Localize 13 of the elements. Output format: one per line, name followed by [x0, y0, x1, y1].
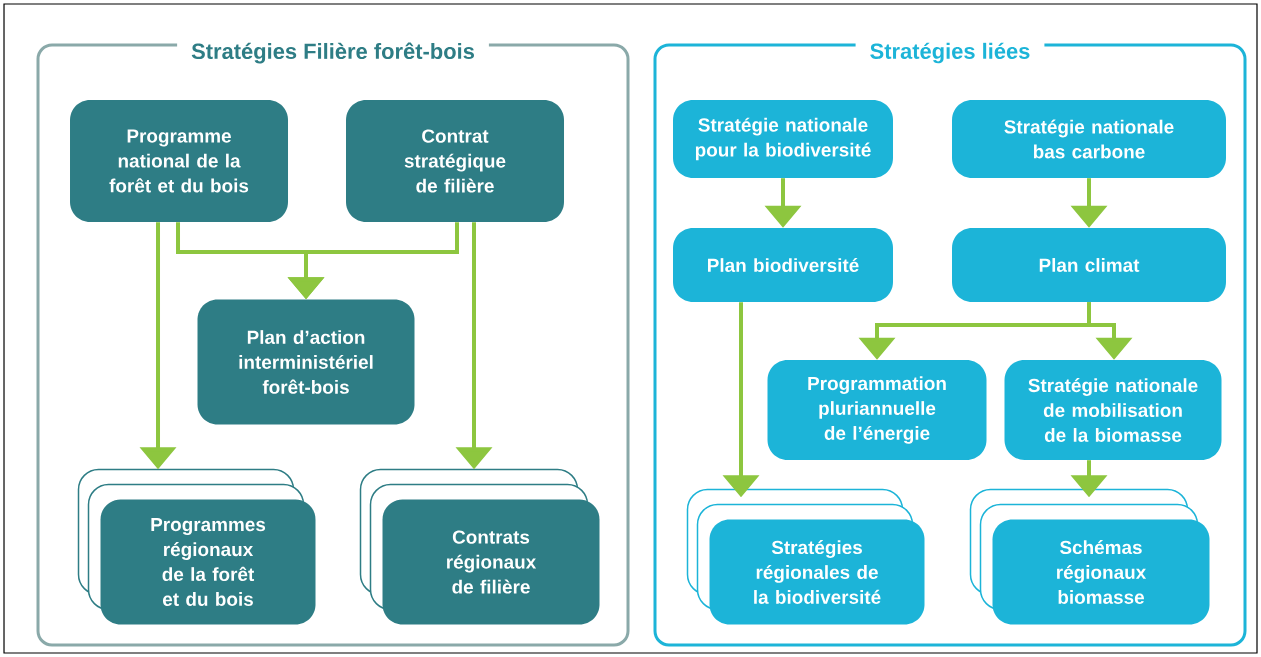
stacked-box: Schémas régionaux biomasse: [969, 488, 1210, 625]
process-box: Stratégie nationale pour la biodiversité: [673, 100, 893, 178]
process-box: Plan d’action interministériel forêt-bois: [197, 299, 415, 425]
stacked-box: Programmes régionaux de la forêt et du bois: [77, 468, 316, 625]
process-box: Stratégie nationale de mobilisation de la biomasse: [1004, 360, 1222, 460]
stacked-box: Contrats régionaux de filière: [359, 468, 600, 625]
process-box: Programmation pluriannuelle de l’énergie: [767, 360, 987, 460]
process-box: Programme national de la forêt et du bois: [70, 100, 288, 222]
process-box: Plan biodiversité: [673, 228, 893, 302]
process-box: Plan climat: [952, 228, 1226, 302]
process-box: Contrat stratégique de filière: [346, 100, 564, 222]
stacked-box: Stratégies régionales de la biodiversité: [686, 488, 925, 625]
process-box: Stratégie nationale bas carbone: [952, 100, 1226, 178]
